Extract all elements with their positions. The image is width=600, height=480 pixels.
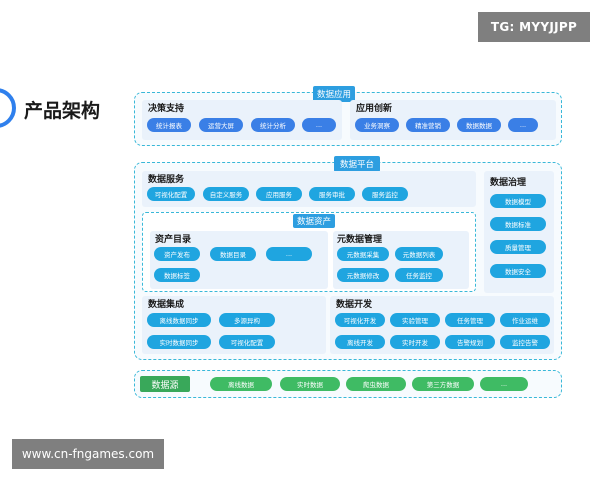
data-source-item[interactable]: 第三方数据 (412, 377, 474, 391)
meta-item[interactable]: 任务监控 (395, 268, 443, 282)
meta-item[interactable]: 元数据列表 (395, 247, 443, 261)
catalog-item[interactable]: 数据目录 (210, 247, 256, 261)
decision-title: 决策支持 (148, 104, 185, 114)
meta-item[interactable]: 元数据修改 (337, 268, 389, 282)
dev-item[interactable]: 可视化开发 (335, 313, 385, 327)
watermark-tg: TG: MYYJJPP (478, 12, 590, 42)
integration-item[interactable]: 实时数据同步 (147, 335, 211, 349)
dev-item[interactable]: 告警规划 (445, 335, 495, 349)
decision-item[interactable]: 统计报表 (147, 118, 191, 132)
data-source-label: 数据源 (140, 376, 190, 392)
service-item[interactable]: 服务审批 (309, 187, 355, 201)
integration-title: 数据集成 (148, 300, 185, 310)
innovation-item[interactable]: 精准营销 (406, 118, 450, 132)
service-title: 数据服务 (148, 175, 185, 185)
governance-item[interactable]: 数据安全 (490, 264, 546, 278)
governance-item[interactable]: 质量管理 (490, 240, 546, 254)
governance-title: 数据治理 (490, 178, 527, 188)
integration-item[interactable]: 可视化配置 (219, 335, 275, 349)
asset-tab: 数据资产 (293, 214, 335, 228)
dev-item[interactable]: 离线开发 (335, 335, 385, 349)
catalog-item[interactable]: 资产发布 (154, 247, 200, 261)
dev-item[interactable]: 实时开发 (390, 335, 440, 349)
decision-item[interactable]: 运营大屏 (199, 118, 243, 132)
meta-title: 元数据管理 (337, 235, 383, 245)
decision-item[interactable]: 统计分析 (251, 118, 295, 132)
data-source-item[interactable]: 爬虫数据 (346, 377, 406, 391)
catalog-item[interactable]: ... (266, 247, 312, 261)
dev-item[interactable]: 监控告警 (500, 335, 550, 349)
data-app-tab: 数据应用 (313, 86, 355, 102)
catalog-title: 资产目录 (155, 235, 192, 245)
innovation-item[interactable]: ... (508, 118, 538, 132)
decision-item[interactable]: ... (302, 118, 336, 132)
watermark-site: www.cn-fngames.com (12, 439, 164, 469)
title-circle-icon (0, 88, 16, 128)
dev-item[interactable]: 作业运维 (500, 313, 550, 327)
dev-title: 数据开发 (336, 300, 373, 310)
dev-item[interactable]: 实验管理 (390, 313, 440, 327)
data-source-item[interactable]: 离线数据 (210, 377, 272, 391)
page-title: 产品架构 (24, 100, 101, 122)
data-platform-tab: 数据平台 (334, 156, 380, 172)
innovation-title: 应用创新 (356, 104, 393, 114)
meta-item[interactable]: 元数据采集 (337, 247, 389, 261)
data-source-item[interactable]: ... (480, 377, 528, 391)
service-item[interactable]: 应用服务 (256, 187, 302, 201)
service-item[interactable]: 服务监控 (362, 187, 408, 201)
dev-item[interactable]: 任务管理 (445, 313, 495, 327)
data-source-frame (134, 370, 562, 398)
innovation-item[interactable]: 数据数据 (457, 118, 501, 132)
integration-item[interactable]: 多源异构 (219, 313, 275, 327)
governance-item[interactable]: 数据标准 (490, 217, 546, 231)
catalog-item[interactable]: 数据标签 (154, 268, 200, 282)
service-item[interactable]: 自定义服务 (203, 187, 249, 201)
service-item[interactable]: 可视化配置 (147, 187, 195, 201)
data-source-item[interactable]: 实时数据 (280, 377, 340, 391)
innovation-item[interactable]: 业务洞察 (355, 118, 399, 132)
service-panel (142, 171, 476, 207)
integration-item[interactable]: 离线数据同步 (147, 313, 211, 327)
governance-item[interactable]: 数据模型 (490, 194, 546, 208)
